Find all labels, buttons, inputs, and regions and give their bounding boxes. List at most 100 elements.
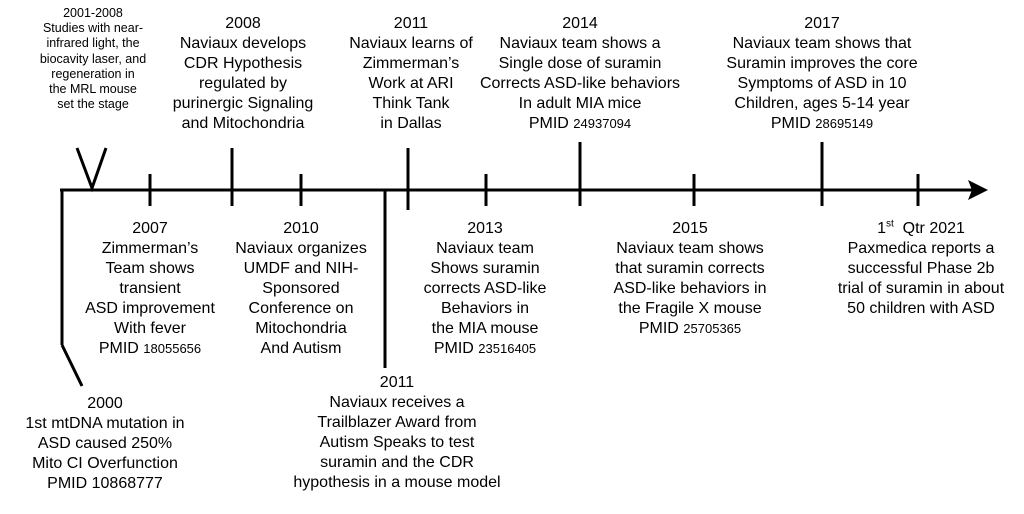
pmid-label: PMID bbox=[638, 320, 679, 337]
pmid-number: 10868777 bbox=[91, 475, 163, 492]
event-2011: 2011 Naviaux learns of Zimmerman’s Work … bbox=[331, 14, 491, 134]
event-line: Single dose of suramin bbox=[498, 55, 662, 72]
event-year-number: 1 bbox=[877, 220, 886, 237]
event-line: With fever bbox=[113, 320, 186, 337]
event-line: Shows suramin bbox=[430, 260, 540, 277]
event-line: purinergic Signaling bbox=[172, 95, 314, 112]
event-line: UMDF and NIH- bbox=[243, 260, 359, 277]
event-year: 2008 bbox=[225, 15, 261, 32]
event-line: ASD caused 250% bbox=[37, 435, 173, 452]
event-line: Naviaux receives a bbox=[329, 394, 465, 411]
pmid-label: PMID bbox=[47, 475, 88, 492]
event-line: 1st mtDNA mutation in bbox=[25, 415, 185, 432]
event-line: Naviaux team bbox=[436, 240, 534, 257]
pmid-label: PMID bbox=[770, 115, 811, 132]
event-line: Zimmerman’s bbox=[362, 55, 460, 72]
event-line: infrared light, the bbox=[46, 36, 140, 51]
event-2021: 1st Qtr 2021 Paxmedica reports a success… bbox=[826, 219, 1016, 319]
event-2014: 2014 Naviaux team shows a Single dose of… bbox=[470, 14, 690, 134]
event-2015: 2015 Naviaux team shows that suramin cor… bbox=[600, 219, 780, 339]
event-2001-2008: 2001-2008 Studies with near- infrared li… bbox=[18, 6, 168, 112]
event-line: Children, ages 5-14 year bbox=[734, 95, 910, 112]
event-line: Naviaux organizes bbox=[235, 240, 367, 257]
event-year: 2017 bbox=[804, 15, 840, 32]
event-pmid: PMID 18055656 bbox=[80, 339, 220, 359]
event-line: hypothesis in a mouse model bbox=[293, 474, 501, 491]
event-2010: 2010 Naviaux organizes UMDF and NIH- Spo… bbox=[226, 219, 376, 359]
event-line: Conference on bbox=[248, 300, 354, 317]
event-line: in Dallas bbox=[380, 115, 442, 132]
pmid-number: 28695149 bbox=[815, 116, 874, 131]
event-line: the MIA mouse bbox=[431, 320, 539, 337]
event-year: 2011 bbox=[379, 374, 415, 391]
pmid-label: PMID bbox=[433, 340, 474, 357]
event-line: Naviaux learns of bbox=[349, 35, 473, 52]
pmid-number: 24937094 bbox=[573, 116, 632, 131]
event-line: 2001-2008 bbox=[63, 6, 123, 20]
event-line: corrects ASD-like bbox=[423, 280, 547, 297]
event-line: In adult MIA mice bbox=[518, 95, 642, 112]
pmid-label: PMID bbox=[528, 115, 569, 132]
event-2000: 2000 1st mtDNA mutation in ASD caused 25… bbox=[10, 394, 200, 494]
event-year: 2000 bbox=[87, 395, 123, 412]
pmid-label: PMID bbox=[98, 340, 139, 357]
event-line: Naviaux team shows that bbox=[732, 35, 912, 52]
event-year: 2013 bbox=[467, 220, 503, 237]
event-line: set the stage bbox=[57, 97, 129, 112]
event-line: regeneration in bbox=[51, 66, 135, 81]
event-pmid: PMID 24937094 bbox=[470, 114, 690, 134]
event-line: Naviaux team shows a bbox=[499, 35, 661, 52]
pointer-2000 bbox=[60, 344, 84, 387]
event-line: regulated by bbox=[198, 75, 288, 92]
event-line: Zimmerman’s bbox=[101, 240, 199, 257]
pmid-number: 23516405 bbox=[478, 341, 537, 356]
event-year-suffix: st bbox=[885, 218, 894, 230]
event-line: CDR Hypothesis bbox=[183, 55, 303, 72]
event-year: 1st Qtr 2021 bbox=[826, 219, 1016, 239]
event-line: Naviaux develops bbox=[179, 35, 307, 52]
event-2007: 2007 Zimmerman’s Team shows transient AS… bbox=[80, 219, 220, 359]
event-line: Think Tank bbox=[372, 95, 450, 112]
event-2013: 2013 Naviaux team Shows suramin corrects… bbox=[410, 219, 560, 359]
event-pmid: PMID 23516405 bbox=[410, 339, 560, 359]
event-line: Paxmedica reports a bbox=[847, 240, 995, 257]
event-line: biocavity laser, and bbox=[39, 51, 147, 66]
event-line: 50 children with ASD bbox=[847, 300, 995, 317]
event-year: 2007 bbox=[132, 220, 168, 237]
pointer-2001-2008 bbox=[75, 147, 108, 193]
pmid-number: 25705365 bbox=[683, 321, 742, 336]
event-line: that suramin corrects bbox=[615, 260, 765, 277]
event-line: and Mitochondria bbox=[181, 115, 305, 132]
event-line: the MRL mouse bbox=[49, 82, 137, 97]
event-line: Studies with near- bbox=[42, 21, 144, 36]
event-line: Work at ARI bbox=[368, 75, 454, 92]
event-line: Corrects ASD-like behaviors bbox=[479, 75, 681, 92]
event-line: Mitochondria bbox=[255, 320, 347, 337]
event-pmid: PMID 10868777 bbox=[10, 474, 200, 494]
pmid-number: 18055656 bbox=[143, 341, 202, 356]
event-line: Autism Speaks to test bbox=[319, 434, 475, 451]
event-year: 2015 bbox=[672, 220, 708, 237]
event-line: ASD-like behaviors in bbox=[613, 280, 767, 297]
event-2017: 2017 Naviaux team shows that Suramin imp… bbox=[710, 14, 934, 134]
event-line: transient bbox=[119, 280, 181, 297]
event-line: Team shows bbox=[105, 260, 195, 277]
event-line: trial of suramin in about bbox=[837, 280, 1005, 297]
event-line: Suramin improves the core bbox=[726, 55, 918, 72]
event-year: 2014 bbox=[562, 15, 598, 32]
event-line: ASD improvement bbox=[85, 300, 215, 317]
event-pmid: PMID 25705365 bbox=[600, 319, 780, 339]
event-line: the Fragile X mouse bbox=[618, 300, 762, 317]
event-line: Mito CI Overfunction bbox=[32, 455, 178, 472]
event-line: Symptoms of ASD in 10 bbox=[737, 75, 907, 92]
event-line: Sponsored bbox=[262, 280, 340, 297]
event-year: 2011 bbox=[393, 15, 429, 32]
event-pmid: PMID 28695149 bbox=[710, 114, 934, 134]
event-2011-award: 2011 Naviaux receives a Trailblazer Awar… bbox=[292, 373, 502, 493]
event-line: Naviaux team shows bbox=[616, 240, 764, 257]
event-line: suramin and the CDR bbox=[320, 454, 474, 471]
event-line: successful Phase 2b bbox=[847, 260, 995, 277]
axis-arrowhead bbox=[968, 180, 988, 200]
event-year: 2010 bbox=[283, 220, 319, 237]
